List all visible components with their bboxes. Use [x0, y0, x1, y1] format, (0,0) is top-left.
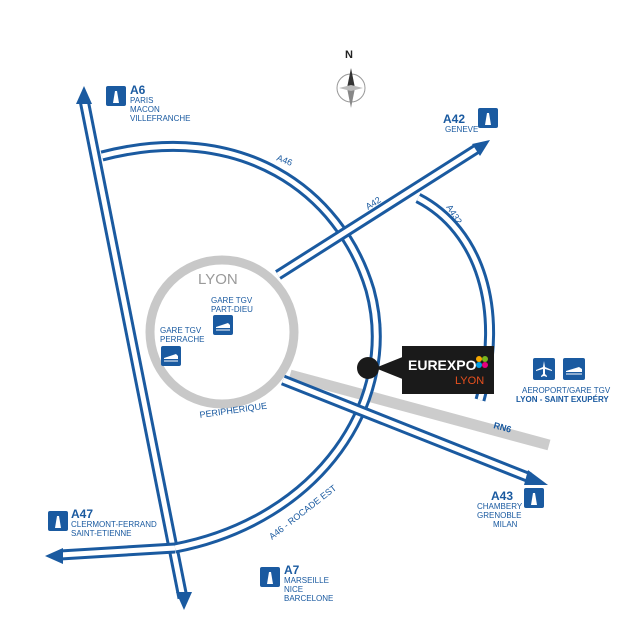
- compass-north-label: N: [345, 49, 353, 61]
- a47-dest-2: SAINT-ETIENNE: [71, 529, 132, 538]
- perrache-line2: PERRACHE: [160, 335, 205, 344]
- a7-dest-3: BARCELONE: [284, 594, 334, 603]
- part-dieu-line2: PART-DIEU: [211, 305, 253, 314]
- a7-dest-1: MARSEILLE: [284, 576, 329, 585]
- a43-code: A43: [491, 489, 514, 503]
- highway-shield-icon: [260, 567, 280, 587]
- a42-highway: [275, 143, 481, 280]
- a43-highway: [280, 374, 533, 484]
- a7-code: A7: [284, 563, 300, 577]
- venue-city: LYON: [455, 375, 484, 387]
- a6-arrow: [76, 86, 92, 104]
- a47-dest-1: CLERMONT-FERRAND: [71, 520, 157, 529]
- a46-ring-road: [100, 141, 382, 554]
- train-icon: [161, 346, 181, 366]
- highway-shield-icon: [106, 86, 126, 106]
- part-dieu-line1: GARE TGV: [211, 296, 253, 305]
- eurexpo-logo-icon: [476, 356, 488, 368]
- a42-code: A42: [443, 112, 466, 126]
- a47-highway: [59, 542, 176, 561]
- a47-arrow: [45, 548, 63, 564]
- rn6-road: [288, 369, 551, 451]
- a42-dest-1: GENEVE: [445, 125, 479, 134]
- airport-line1: AEROPORT/GARE TGV: [522, 386, 611, 395]
- highway-shield-icon: [524, 488, 544, 508]
- a42-arrow: [472, 140, 490, 156]
- a43-dest-2: GRENOBLE: [477, 511, 522, 520]
- a6-a7-highway: [78, 98, 189, 600]
- venue-name: EUREXPO: [408, 357, 477, 373]
- compass-rose-icon: [336, 68, 366, 108]
- city-name: LYON: [198, 271, 238, 288]
- venue-pointer: [375, 356, 405, 380]
- highway-shield-icon: [478, 108, 498, 128]
- venue-box: [402, 346, 494, 394]
- train-icon: [213, 315, 233, 335]
- venue-pin: [357, 357, 379, 379]
- perrache-line1: GARE TGV: [160, 326, 202, 335]
- a43-dest-3: MILAN: [493, 520, 518, 529]
- a43-arrow: [524, 470, 548, 485]
- a6-dest-1: PARIS: [130, 96, 154, 105]
- airport-line2: LYON - SAINT EXUPÉRY: [516, 395, 609, 404]
- train-icon: [563, 358, 585, 380]
- highway-shield-icon: [48, 511, 68, 531]
- a46-road-label: A46: [275, 153, 294, 168]
- a6-dest-2: MACON: [130, 105, 160, 114]
- a6-code: A6: [130, 83, 146, 97]
- airplane-icon: [533, 358, 555, 380]
- a7-dest-2: NICE: [284, 585, 304, 594]
- a6-dest-3: VILLEFRANCHE: [130, 114, 191, 123]
- a47-code: A47: [71, 507, 94, 521]
- rn6-label: RN6: [492, 420, 512, 434]
- a43-dest-1: CHAMBERY: [477, 502, 523, 511]
- a7-arrow: [176, 592, 192, 610]
